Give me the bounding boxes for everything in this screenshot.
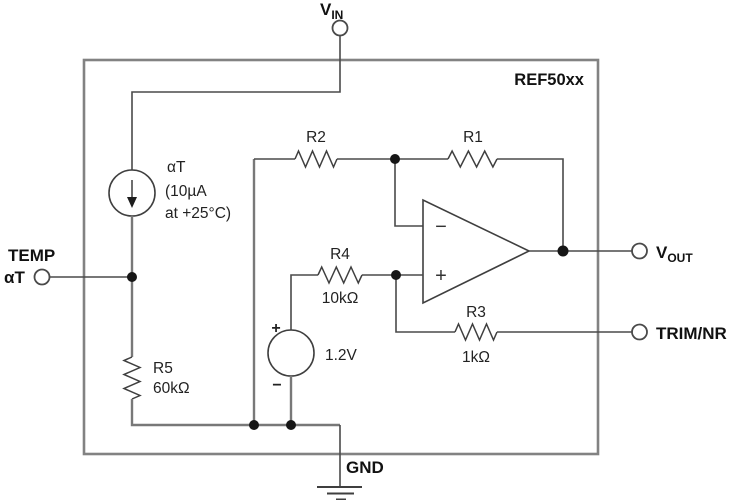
junction-dot [249, 420, 259, 430]
junction-dot [127, 272, 137, 282]
r4-label: R4 [330, 246, 350, 263]
opamp-triangle [422, 198, 531, 305]
ground-rail [130, 399, 340, 427]
vin-label: VIN [320, 0, 343, 22]
r5-value: 60kΩ [153, 380, 190, 397]
r1-label: R1 [463, 129, 483, 146]
trim-terminal [631, 323, 648, 341]
vout-label: VOUT [656, 243, 693, 265]
gnd-label: GND [346, 458, 384, 477]
r5-label: R5 [153, 360, 173, 377]
current-source-arrow-down-icon [127, 197, 137, 208]
trim-label: TRIM/NR [656, 324, 727, 343]
r3-label: R3 [466, 304, 486, 321]
current-source-detail-2: at +25°C) [165, 205, 231, 222]
earth-ground-icon [317, 486, 362, 500]
wire-r3-left [395, 275, 455, 333]
resistor-r4 [317, 265, 363, 285]
r2-label: R2 [306, 129, 326, 146]
temp-pin-label: αT [4, 268, 25, 287]
vin-wire [131, 35, 341, 170]
resistor-r1 [447, 149, 498, 169]
temp-terminal [33, 268, 51, 286]
wire-inverting-input [394, 159, 423, 227]
vref-minus-sign: − [272, 377, 281, 394]
current-source-label: αT [167, 159, 186, 176]
resistor-r5 [122, 356, 142, 400]
temp-label: TEMP [8, 246, 55, 265]
opamp-inverting-label: − [435, 216, 447, 238]
chip-outline [82, 58, 600, 456]
chip-label: REF50xx [514, 71, 585, 89]
vout-terminal [631, 242, 648, 260]
opamp-noninverting-label: + [435, 265, 447, 287]
current-source-detail-1: (10µA [165, 183, 207, 200]
resistor-r3 [454, 322, 498, 342]
wire-r1-to-output [497, 158, 564, 251]
junction-dot [390, 154, 400, 164]
junction-dot [286, 420, 296, 430]
resistor-r2 [294, 149, 338, 169]
vref-value: 1.2V [325, 347, 358, 364]
vin-terminal [331, 19, 349, 37]
junction-dot [557, 245, 569, 257]
junction-dot [391, 270, 401, 280]
r3-value: 1kΩ [462, 349, 490, 366]
wire-vref-to-r4 [290, 274, 318, 330]
vref-plus-sign: + [271, 320, 280, 337]
r4-value: 10kΩ [322, 290, 359, 307]
